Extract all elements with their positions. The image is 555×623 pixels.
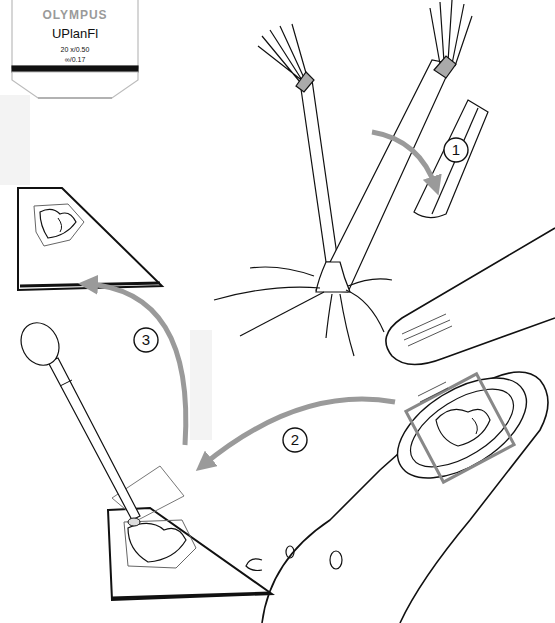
spec-label: ∞/0.17 (65, 56, 86, 64)
callout-number: 2 (291, 432, 299, 449)
mounted-slide (18, 188, 162, 290)
finger-with-specimen (246, 358, 548, 623)
brand-label: OLYMPUS (42, 9, 107, 22)
finger-with-sections (386, 228, 555, 365)
callout-number: 1 (452, 142, 460, 159)
step-arrow (86, 132, 436, 466)
razor-blade (414, 100, 488, 218)
slide-with-pipette (14, 316, 272, 600)
spec-label: 20 x/0.50 (61, 46, 90, 54)
background-band (190, 330, 212, 440)
objective-lens (12, 0, 138, 98)
step-circle (134, 138, 468, 452)
callout-number: 3 (142, 332, 150, 349)
background-band (0, 95, 30, 185)
model-label: UPlanFl (52, 27, 98, 41)
